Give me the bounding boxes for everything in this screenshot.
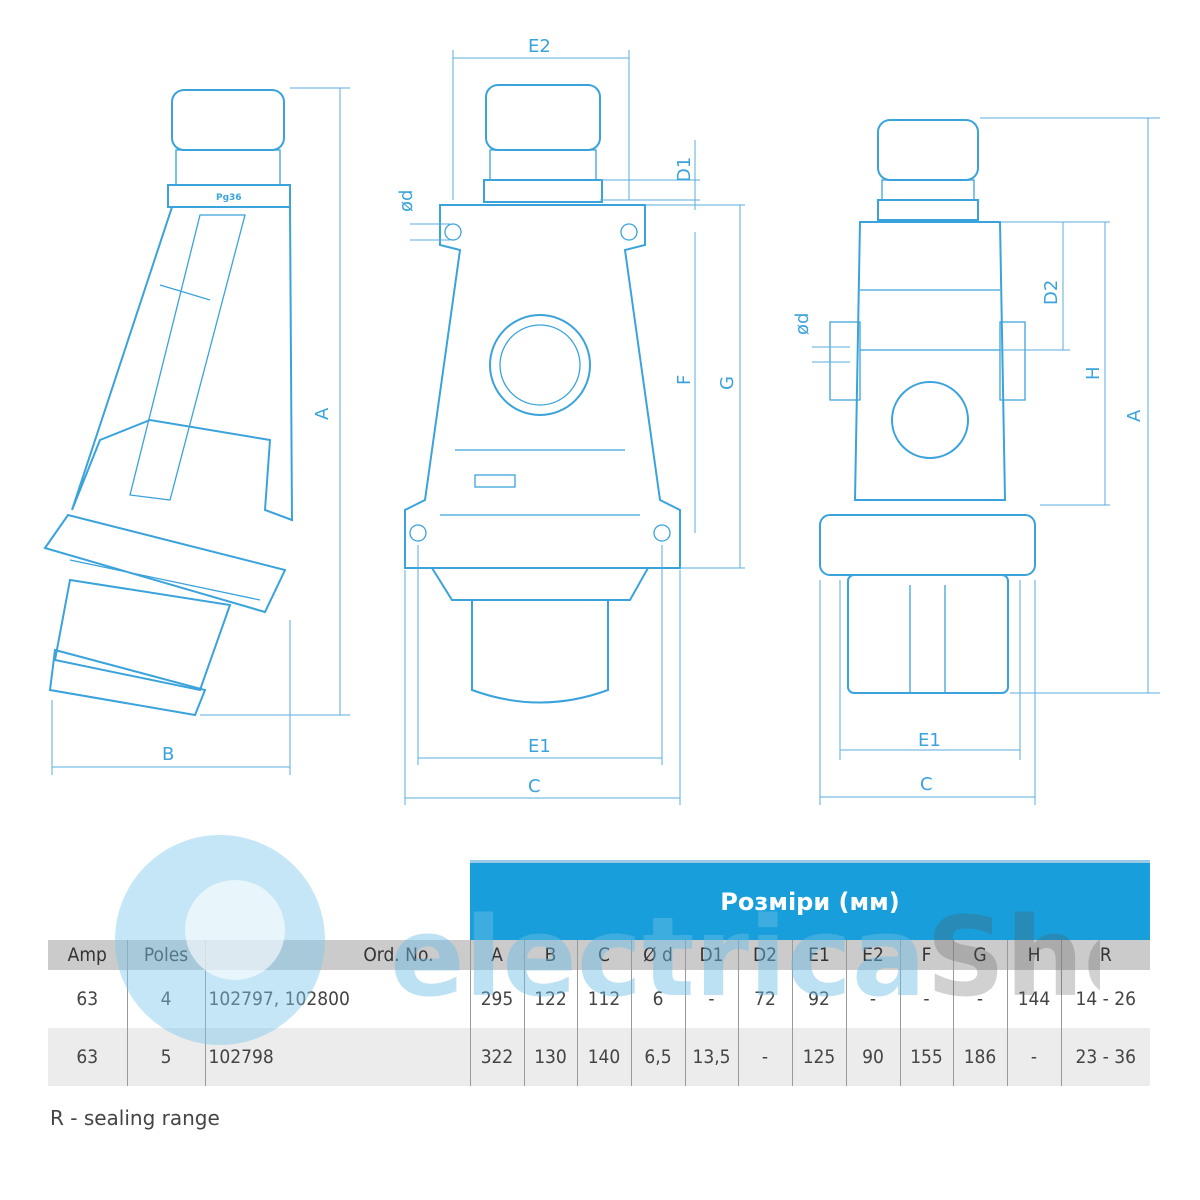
cell: 4	[126, 970, 205, 1028]
col-header: H	[1006, 940, 1061, 970]
col-header: Poles	[126, 940, 205, 970]
col-header: Ø d	[630, 940, 685, 970]
sealing-range-note: R - sealing range	[50, 1106, 220, 1130]
cell: 155	[899, 1028, 953, 1086]
cell: 63	[76, 988, 99, 1010]
gland-marking: Pg36	[216, 193, 242, 203]
cell: -	[952, 970, 1007, 1028]
col-header: D2	[737, 940, 792, 970]
cell: 63	[48, 1028, 127, 1086]
cell: 186	[952, 1028, 1007, 1086]
cell: 144	[1006, 970, 1061, 1028]
cell: -	[1006, 1028, 1061, 1086]
cell: 322	[469, 1028, 524, 1086]
col-header: B	[523, 940, 577, 970]
cell: 102797, 102800	[204, 970, 470, 1028]
cell: 130	[523, 1028, 577, 1086]
dim-label-e2: E2	[528, 36, 551, 57]
col-header: F	[899, 940, 953, 970]
table-row: 63 5 102798 322 130 140 6,5 13,5 - 125 9…	[48, 1028, 1150, 1086]
dim-label-a: A	[312, 407, 333, 420]
cell: 23 - 36	[1060, 1028, 1150, 1086]
table-row: 63 4 102797, 102800 295 122 112 6 - 72 9…	[48, 970, 1150, 1028]
dim-label-c-4p: C	[920, 774, 933, 795]
cell: 295	[469, 970, 524, 1028]
cell: -	[845, 970, 900, 1028]
dim-label-d1: D1	[674, 157, 695, 182]
dim-label-g: G	[717, 376, 738, 390]
cell: 6	[630, 970, 685, 1028]
dimensions-table: Amp Poles Ord. No. A B C Ø d D1 D2 E1 E2…	[48, 940, 1150, 1086]
col-header: Ord. No.	[204, 940, 470, 970]
dim-label-od-4p: ød	[792, 313, 813, 335]
col-header: R	[1060, 940, 1150, 970]
cell: 13,5	[684, 1028, 738, 1086]
cell: 72	[737, 970, 792, 1028]
cell: 14 - 26	[1060, 970, 1150, 1028]
col-header: E2	[845, 940, 900, 970]
dim-label-f: F	[674, 375, 695, 385]
col-header: D1	[684, 940, 738, 970]
dimensions-header: Розміри (мм)	[470, 860, 1150, 940]
front-view-5p-drawing: E2 D1 ød F G E1 C	[396, 36, 745, 805]
cell: 102798	[204, 1028, 470, 1086]
dim-label-c: C	[528, 776, 541, 797]
cell: -	[899, 970, 953, 1028]
side-view-drawing: Pg36 A B	[43, 87, 350, 775]
cell: 90	[845, 1028, 900, 1086]
col-header: E1	[791, 940, 846, 970]
col-header: A	[469, 940, 524, 970]
cell: 6,5	[630, 1028, 685, 1086]
col-header: G	[952, 940, 1007, 970]
cell: 122	[523, 970, 577, 1028]
cell: 112	[576, 970, 631, 1028]
col-header: Amp	[48, 940, 127, 970]
cell: 92	[791, 970, 846, 1028]
technical-drawings: Pg36 A B E2 D1 ød F G E1	[43, 36, 1160, 805]
cell: -	[737, 1028, 792, 1086]
dim-label-e1-4p: E1	[918, 730, 941, 751]
dim-label-h: H	[1083, 366, 1104, 380]
dim-label-e1: E1	[528, 736, 551, 757]
cell: 125	[791, 1028, 846, 1086]
cell: 5	[126, 1028, 205, 1086]
front-view-4p-drawing: D2 ød H A E1 C	[792, 117, 1160, 805]
dim-label-a-4p: A	[1124, 409, 1145, 422]
cell: 140	[576, 1028, 631, 1086]
dim-label-d2: D2	[1041, 280, 1062, 305]
col-header: C	[576, 940, 631, 970]
cell: -	[684, 970, 738, 1028]
table-header-row: Amp Poles Ord. No. A B C Ø d D1 D2 E1 E2…	[48, 940, 1150, 970]
dim-label-b: B	[162, 744, 174, 765]
dim-label-od: ød	[396, 190, 417, 212]
